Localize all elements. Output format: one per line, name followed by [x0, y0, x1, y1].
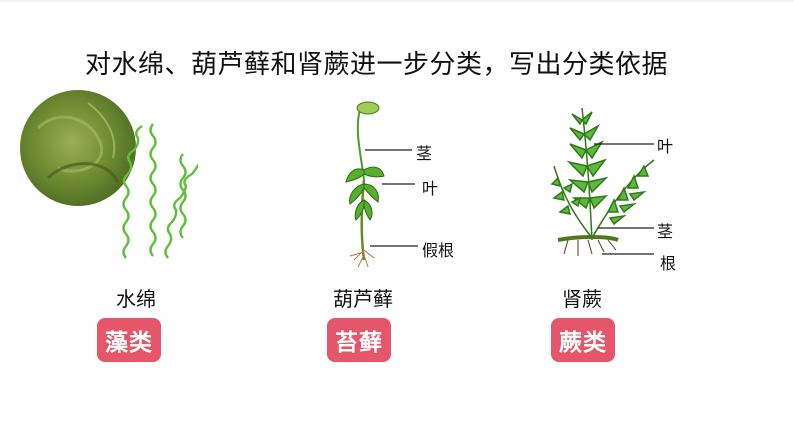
fern-illustration — [550, 107, 655, 256]
plant-name-fern: 肾蕨 — [562, 287, 602, 311]
spirogyra-illustration — [20, 90, 198, 259]
plant-name-spirogyra: 水绵 — [116, 287, 156, 311]
moss-illustration — [345, 101, 385, 268]
moss-label-stem: 茎 — [416, 144, 433, 163]
fern-label-stem: 茎 — [657, 222, 674, 241]
category-badge-fern: 蕨类 — [551, 318, 615, 362]
fern-pointer-lines — [594, 143, 654, 255]
page-title: 对水绵、葫芦藓和肾蕨进一步分类，写出分类依据 — [85, 50, 669, 80]
top-divider — [0, 0, 794, 2]
category-badge-moss: 苔藓 — [327, 318, 391, 362]
fern-label-leaf: 叶 — [657, 137, 674, 156]
category-badge-algae: 藻类 — [97, 318, 161, 362]
moss-label-rhizoid: 假根 — [422, 241, 455, 260]
moss-pointer-lines — [365, 149, 418, 247]
plant-name-moss: 葫芦藓 — [333, 287, 393, 311]
fern-label-root: 根 — [660, 254, 677, 273]
moss-label-leaf: 叶 — [422, 179, 439, 198]
